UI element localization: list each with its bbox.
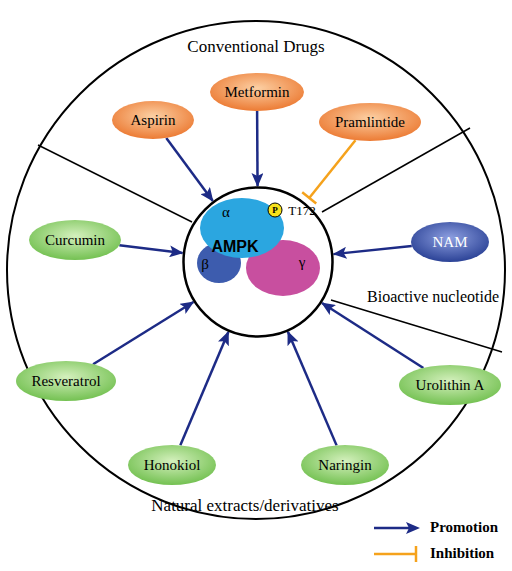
legend-text: Promotion <box>430 519 498 536</box>
ellipse-outline <box>399 365 501 405</box>
ellipse-outline <box>29 220 121 260</box>
ellipse-outline <box>301 445 389 485</box>
legend-sample <box>370 519 422 537</box>
sector-label: Natural extracts/derivatives <box>151 497 338 514</box>
promotion-arrow <box>334 246 412 254</box>
subunit-label: β <box>201 257 209 272</box>
legend-inhibit-line <box>374 553 416 556</box>
extract-ellipse: Honokiol <box>128 445 216 485</box>
promotion-arrow <box>180 332 228 445</box>
subunit-label: γ <box>299 255 306 270</box>
outer-circle <box>7 21 505 519</box>
promotion-connector <box>322 303 423 368</box>
drug-ellipse: Pramlintide <box>319 103 421 141</box>
promotion-arrow <box>119 245 182 253</box>
sector-divider <box>38 145 192 222</box>
inhibition-connector <box>302 140 355 203</box>
sector-divider <box>322 128 470 212</box>
subunit-label: α <box>222 205 230 220</box>
promotion-connector <box>334 246 412 254</box>
node-text: Honokiol <box>144 457 201 474</box>
ellipse-outline <box>16 361 116 401</box>
drug-ellipse: Metformin <box>210 73 304 111</box>
legend-row: Inhibition <box>370 545 500 563</box>
alpha-subunit <box>200 198 284 258</box>
promotion-connector <box>257 111 258 186</box>
circle-outline <box>184 188 333 337</box>
inhibition-bar <box>302 192 316 203</box>
legend-arrow-line <box>374 527 410 530</box>
promotion-arrow <box>166 138 213 201</box>
ellipse-outline <box>128 445 216 485</box>
promotion-arrow <box>322 303 423 368</box>
extract-ellipse: Curcumin <box>29 220 121 260</box>
ellipse-outline <box>411 222 489 262</box>
node-text: Aspirin <box>131 112 176 129</box>
ellipse-outline <box>319 103 421 141</box>
legend-inhibit-bar <box>415 546 418 562</box>
extract-ellipse: Naringin <box>301 445 389 485</box>
inhibition-line <box>309 140 355 198</box>
promotion-connector <box>93 302 193 364</box>
promotion-arrow <box>93 302 193 364</box>
sector-label: Bioactive nucleotide <box>367 289 499 305</box>
ellipse-outline <box>210 73 304 111</box>
node-text: Metformin <box>225 84 290 101</box>
promotion-connector <box>180 332 228 445</box>
extract-ellipse: Resveratrol <box>16 361 116 401</box>
sector-label: Conventional Drugs <box>187 38 324 55</box>
nucleotide-ellipse: NAM <box>411 222 489 262</box>
extract-ellipse: Urolithin A <box>399 365 501 405</box>
promotion-connector <box>119 245 182 253</box>
legend-row: Promotion <box>370 519 500 537</box>
subunit-label: T172 <box>288 204 315 217</box>
promotion-connector <box>288 332 337 446</box>
node-text: Urolithin A <box>416 377 485 394</box>
promotion-arrow <box>256 111 259 186</box>
ellipse-outline <box>112 101 194 139</box>
node-text: NAM <box>432 234 467 251</box>
legend-text: Inhibition <box>430 545 494 562</box>
legend-sample <box>370 545 422 563</box>
promotion-arrow <box>288 332 337 446</box>
node-text: Naringin <box>318 457 371 474</box>
promotion-connector <box>166 138 213 201</box>
legend-arrow-head <box>406 522 420 534</box>
node-text: Resveratrol <box>31 373 100 390</box>
phospho-dot <box>268 203 282 217</box>
node-text: Pramlintide <box>335 114 405 131</box>
phospho-label: P <box>272 206 278 215</box>
node-text: AMPK <box>200 238 270 256</box>
drug-ellipse: Aspirin <box>112 101 194 139</box>
node-text: Curcumin <box>45 232 105 249</box>
